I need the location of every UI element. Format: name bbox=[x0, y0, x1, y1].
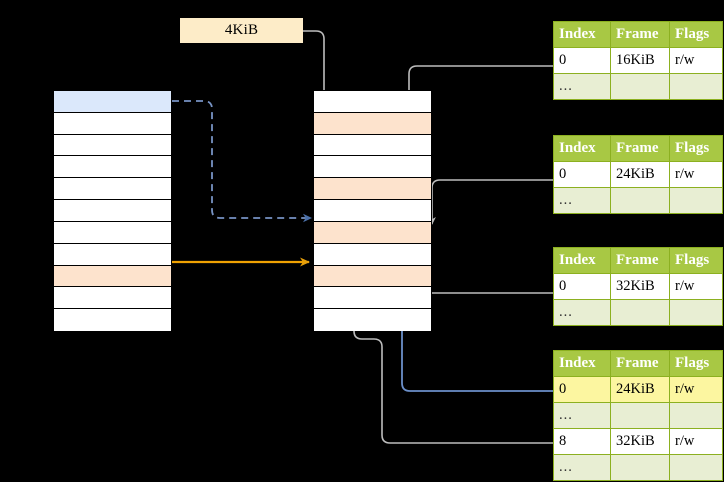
cell-index: 0 bbox=[553, 47, 611, 74]
table-row: ... bbox=[553, 454, 723, 481]
cell-flags: r/w bbox=[669, 428, 723, 455]
cell-flags: r/w bbox=[669, 47, 723, 74]
physical-memory-row-9 bbox=[314, 287, 431, 310]
virtual-memory-row-1 bbox=[54, 112, 171, 135]
cell-frame bbox=[610, 454, 670, 481]
virtual-memory-row-6 bbox=[54, 221, 171, 244]
column-header-index: Index bbox=[553, 350, 611, 377]
table-row: ... bbox=[553, 299, 723, 326]
virtual-memory-row-2 bbox=[54, 134, 171, 157]
cell-flags: r/w bbox=[669, 376, 723, 403]
cell-index: 8 bbox=[553, 428, 611, 455]
physical-memory-row-0 bbox=[314, 91, 431, 113]
physical-memory-row-10 bbox=[314, 309, 431, 331]
column-header-frame: Frame bbox=[610, 135, 670, 162]
cell-flags bbox=[669, 402, 723, 429]
table-row: ... bbox=[553, 73, 723, 100]
column-header-flags: Flags bbox=[669, 21, 723, 48]
cell-frame bbox=[610, 187, 670, 214]
cell-flags: r/w bbox=[669, 273, 723, 300]
column-header-frame: Frame bbox=[610, 350, 670, 377]
cell-flags bbox=[669, 454, 723, 481]
virtual-memory-row-8 bbox=[54, 265, 171, 288]
cell-index: ... bbox=[553, 299, 611, 326]
column-header-flags: Flags bbox=[669, 135, 723, 162]
page-size-label-text: 4KiB bbox=[224, 22, 259, 38]
cell-index: 0 bbox=[553, 161, 611, 188]
cell-index: ... bbox=[553, 187, 611, 214]
virtual-memory-row-7 bbox=[54, 243, 171, 266]
column-header-index: Index bbox=[553, 247, 611, 274]
physical-memory-row-8 bbox=[314, 265, 431, 288]
virtual-memory-row-10 bbox=[54, 309, 171, 331]
virtual-memory-row-5 bbox=[54, 200, 171, 222]
cell-frame bbox=[610, 73, 670, 100]
physical-memory-row-3 bbox=[314, 156, 431, 179]
virtual-memory-row-0 bbox=[54, 91, 171, 113]
column-header-index: Index bbox=[553, 135, 611, 162]
physical-memory-row-5 bbox=[314, 200, 431, 222]
physical-memory-column bbox=[313, 90, 432, 331]
cell-frame: 32KiB bbox=[610, 273, 670, 300]
column-header-flags: Flags bbox=[669, 247, 723, 274]
table-row: ... bbox=[553, 402, 723, 429]
virtual-memory-row-3 bbox=[54, 156, 171, 179]
physical-memory-row-6 bbox=[314, 221, 431, 244]
cell-flags bbox=[669, 187, 723, 214]
cell-frame: 24KiB bbox=[610, 161, 670, 188]
physical-memory-row-1 bbox=[314, 112, 431, 135]
cell-index: ... bbox=[553, 73, 611, 100]
virtual-memory-column bbox=[53, 90, 172, 331]
cell-index: ... bbox=[553, 454, 611, 481]
cell-frame bbox=[610, 299, 670, 326]
cell-flags bbox=[669, 73, 723, 100]
physical-memory-row-2 bbox=[314, 134, 431, 157]
cell-frame: 32KiB bbox=[610, 428, 670, 455]
cell-flags bbox=[669, 299, 723, 326]
column-header-frame: Frame bbox=[610, 247, 670, 274]
cell-index: 0 bbox=[553, 273, 611, 300]
cell-frame: 24KiB bbox=[610, 376, 670, 403]
page-size-label: 4KiB bbox=[180, 18, 303, 43]
column-header-frame: Frame bbox=[610, 21, 670, 48]
cell-frame bbox=[610, 402, 670, 429]
physical-memory-row-7 bbox=[314, 243, 431, 266]
cell-index: 0 bbox=[553, 376, 611, 403]
cell-index: ... bbox=[553, 402, 611, 429]
column-header-index: Index bbox=[553, 21, 611, 48]
physical-memory-row-4 bbox=[314, 178, 431, 201]
virtual-memory-row-9 bbox=[54, 287, 171, 310]
virtual-memory-row-4 bbox=[54, 178, 171, 201]
cell-flags: r/w bbox=[669, 161, 723, 188]
table-row: ... bbox=[553, 187, 723, 214]
column-header-flags: Flags bbox=[669, 350, 723, 377]
cell-frame: 16KiB bbox=[610, 47, 670, 74]
